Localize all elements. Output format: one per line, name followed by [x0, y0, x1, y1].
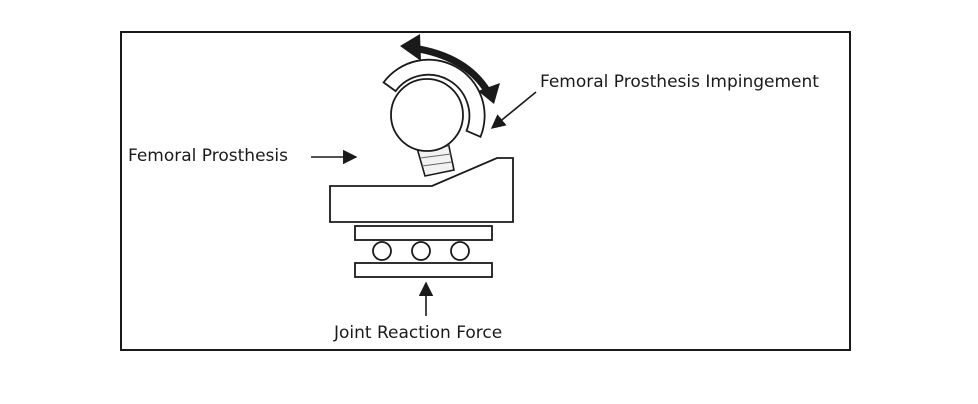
femoral-prosthesis-label: Femoral Prosthesis: [128, 146, 288, 166]
acetabular-cup: [382, 58, 486, 138]
femoral-head: [390, 78, 464, 152]
impingement-label: Femoral Prosthesis Impingement: [540, 72, 819, 92]
bearing-rollers: [372, 241, 470, 261]
joint-reaction-force-label: Joint Reaction Force: [334, 323, 503, 343]
femoral-stem-block: [329, 157, 514, 223]
impingement-pointer-arrow: [490, 91, 537, 129]
bearing-lower-plate: [354, 262, 493, 278]
bearing-upper-plate: [354, 225, 493, 241]
curved-double-arrow-icon: [400, 34, 500, 104]
